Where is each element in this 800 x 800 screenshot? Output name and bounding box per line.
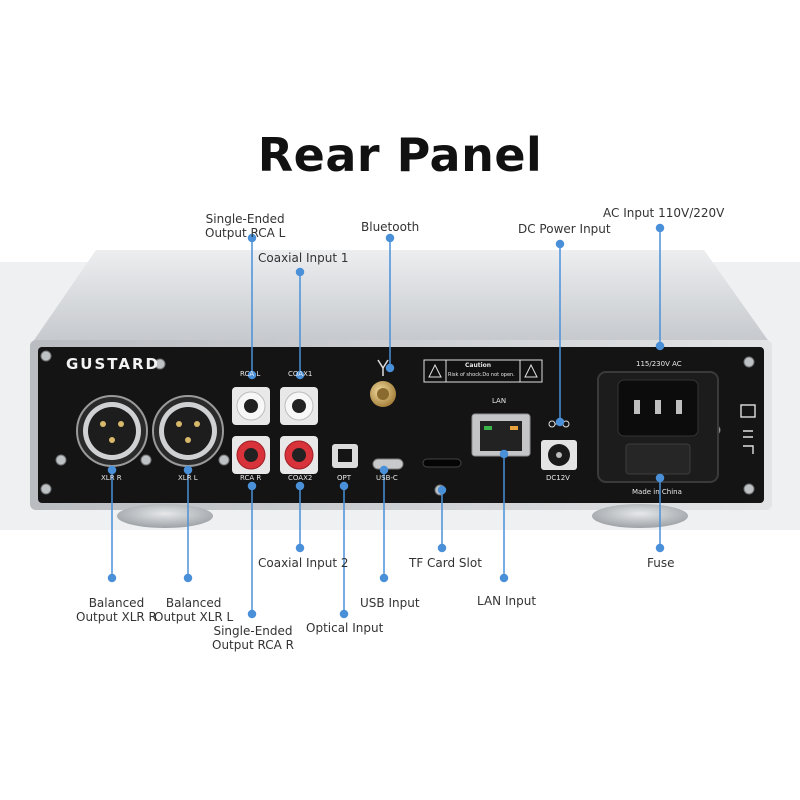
callout-bal-xlr-r-line2: Output XLR R — [76, 610, 157, 624]
callout-bal-xlr-l: Balanced Output XLR L — [154, 596, 233, 624]
bluetooth-antenna — [370, 359, 396, 407]
chassis-top — [30, 250, 772, 346]
callout-dc-power: DC Power Input — [518, 222, 611, 236]
certification-marks — [740, 404, 756, 454]
usbc-port — [372, 458, 404, 470]
coax1-marking: COAX1 — [288, 370, 313, 378]
made-in-marking: Made in China — [632, 488, 682, 496]
callout-se-rca-r-line2: Output RCA R — [212, 638, 294, 652]
callout-fuse: Fuse — [647, 556, 675, 570]
optical-port — [332, 444, 358, 468]
callout-se-rca-l: Single-Ended Output RCA L — [205, 212, 285, 240]
callout-se-rca-r-line1: Single-Ended — [213, 624, 293, 638]
foot-right — [592, 504, 688, 528]
callout-usb: USB Input — [360, 596, 420, 610]
ac-inlet — [597, 371, 719, 483]
rca-l-marking: RCA L — [240, 370, 261, 378]
xlr-r-marking: XLR R — [101, 474, 122, 482]
callout-ac-input: AC Input 110V/220V — [603, 206, 725, 220]
callout-se-rca-l-line1: Single-Ended — [205, 212, 285, 226]
coax2-marking: COAX2 — [288, 474, 313, 482]
callout-bal-xlr-r: Balanced Output XLR R — [76, 596, 157, 624]
callout-tf-card: TF Card Slot — [409, 556, 482, 570]
rca-l-jack — [232, 387, 270, 425]
tf-card-slot — [422, 458, 462, 468]
lan-marking: LAN — [492, 397, 507, 405]
rca-r-jack — [232, 436, 270, 474]
callout-lines — [107, 223, 665, 619]
xlr-l-connector — [152, 395, 224, 467]
dc-marking: DC12V — [546, 474, 570, 482]
callout-se-rca-l-line2: Output RCA L — [205, 226, 286, 240]
xlr-l-marking: XLR L — [178, 474, 198, 482]
page-title: Rear Panel — [257, 128, 543, 182]
backdrop-floor — [0, 530, 800, 800]
callout-coax2: Coaxial Input 2 — [258, 556, 349, 570]
callout-bluetooth: Bluetooth — [361, 220, 420, 234]
callout-optical: Optical Input — [306, 621, 384, 635]
callout-se-rca-r: Single-Ended Output RCA R — [212, 624, 294, 652]
rca-r-marking: RCA R — [240, 474, 262, 482]
ac-voltage-marking: 115/230V AC — [636, 360, 682, 368]
foot-left — [117, 504, 213, 528]
caution-text: Risk of shock.Do not open. — [448, 372, 515, 378]
opt-marking: OPT — [337, 474, 352, 482]
callout-bal-xlr-l-line1: Balanced — [165, 596, 222, 610]
callout-bal-xlr-l-line2: Output XLR L — [154, 610, 234, 624]
callout-lan-input: LAN Input — [477, 594, 537, 608]
brand-logo: GUSTARD — [66, 355, 160, 373]
lan-port — [471, 413, 531, 457]
caution-label — [423, 359, 543, 383]
rear-panel — [38, 347, 764, 503]
coax2-jack — [280, 436, 318, 474]
usbc-marking: USB-C — [376, 474, 398, 482]
callout-coax1: Coaxial Input 1 — [258, 251, 349, 265]
xlr-r-connector — [76, 395, 148, 467]
caution-title: Caution — [465, 362, 492, 369]
dc-jack — [541, 420, 577, 470]
coax1-jack — [280, 387, 318, 425]
callout-bal-xlr-r-line1: Balanced — [88, 596, 145, 610]
